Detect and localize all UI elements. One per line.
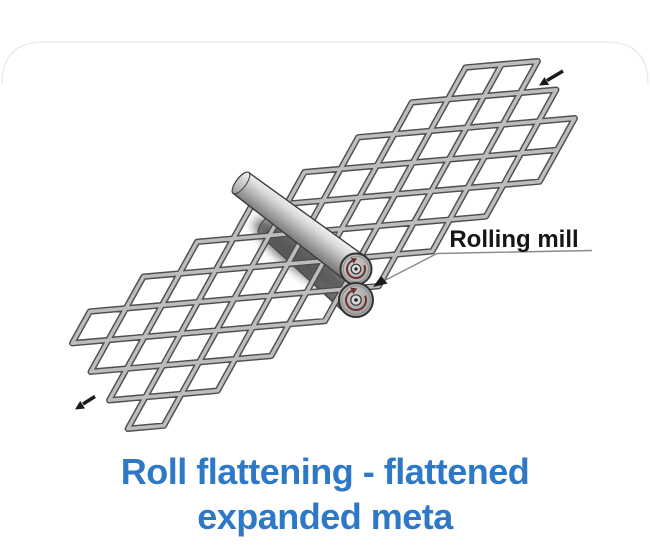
feed-in-arrow-down-left-icon xyxy=(539,69,564,86)
card-top-edge xyxy=(1,41,649,85)
feed-out-arrow-down-left-icon xyxy=(75,395,96,410)
roller-rotation-arrow-icon xyxy=(345,287,367,311)
roller-rotation-arrow-icon xyxy=(346,257,366,279)
caption-line-2: expanded meta xyxy=(197,496,453,537)
lower-roller-face xyxy=(338,282,374,318)
figure-caption: Roll flattening - flattened expanded met… xyxy=(0,449,650,539)
upper-roller-chamfer-ring xyxy=(342,255,370,283)
label-leader-arrow-icon xyxy=(373,249,593,287)
upper-roller-face xyxy=(339,252,373,286)
upper-roller-axle-dot xyxy=(354,267,358,271)
rolling-mill-label: Rolling mill xyxy=(449,226,578,253)
lower-roller-axle-dot xyxy=(354,298,358,302)
upper-roller-cap xyxy=(231,171,251,195)
caption-line-1: Roll flattening - flattened xyxy=(120,451,530,492)
lower-roller-chamfer-ring xyxy=(341,285,371,315)
